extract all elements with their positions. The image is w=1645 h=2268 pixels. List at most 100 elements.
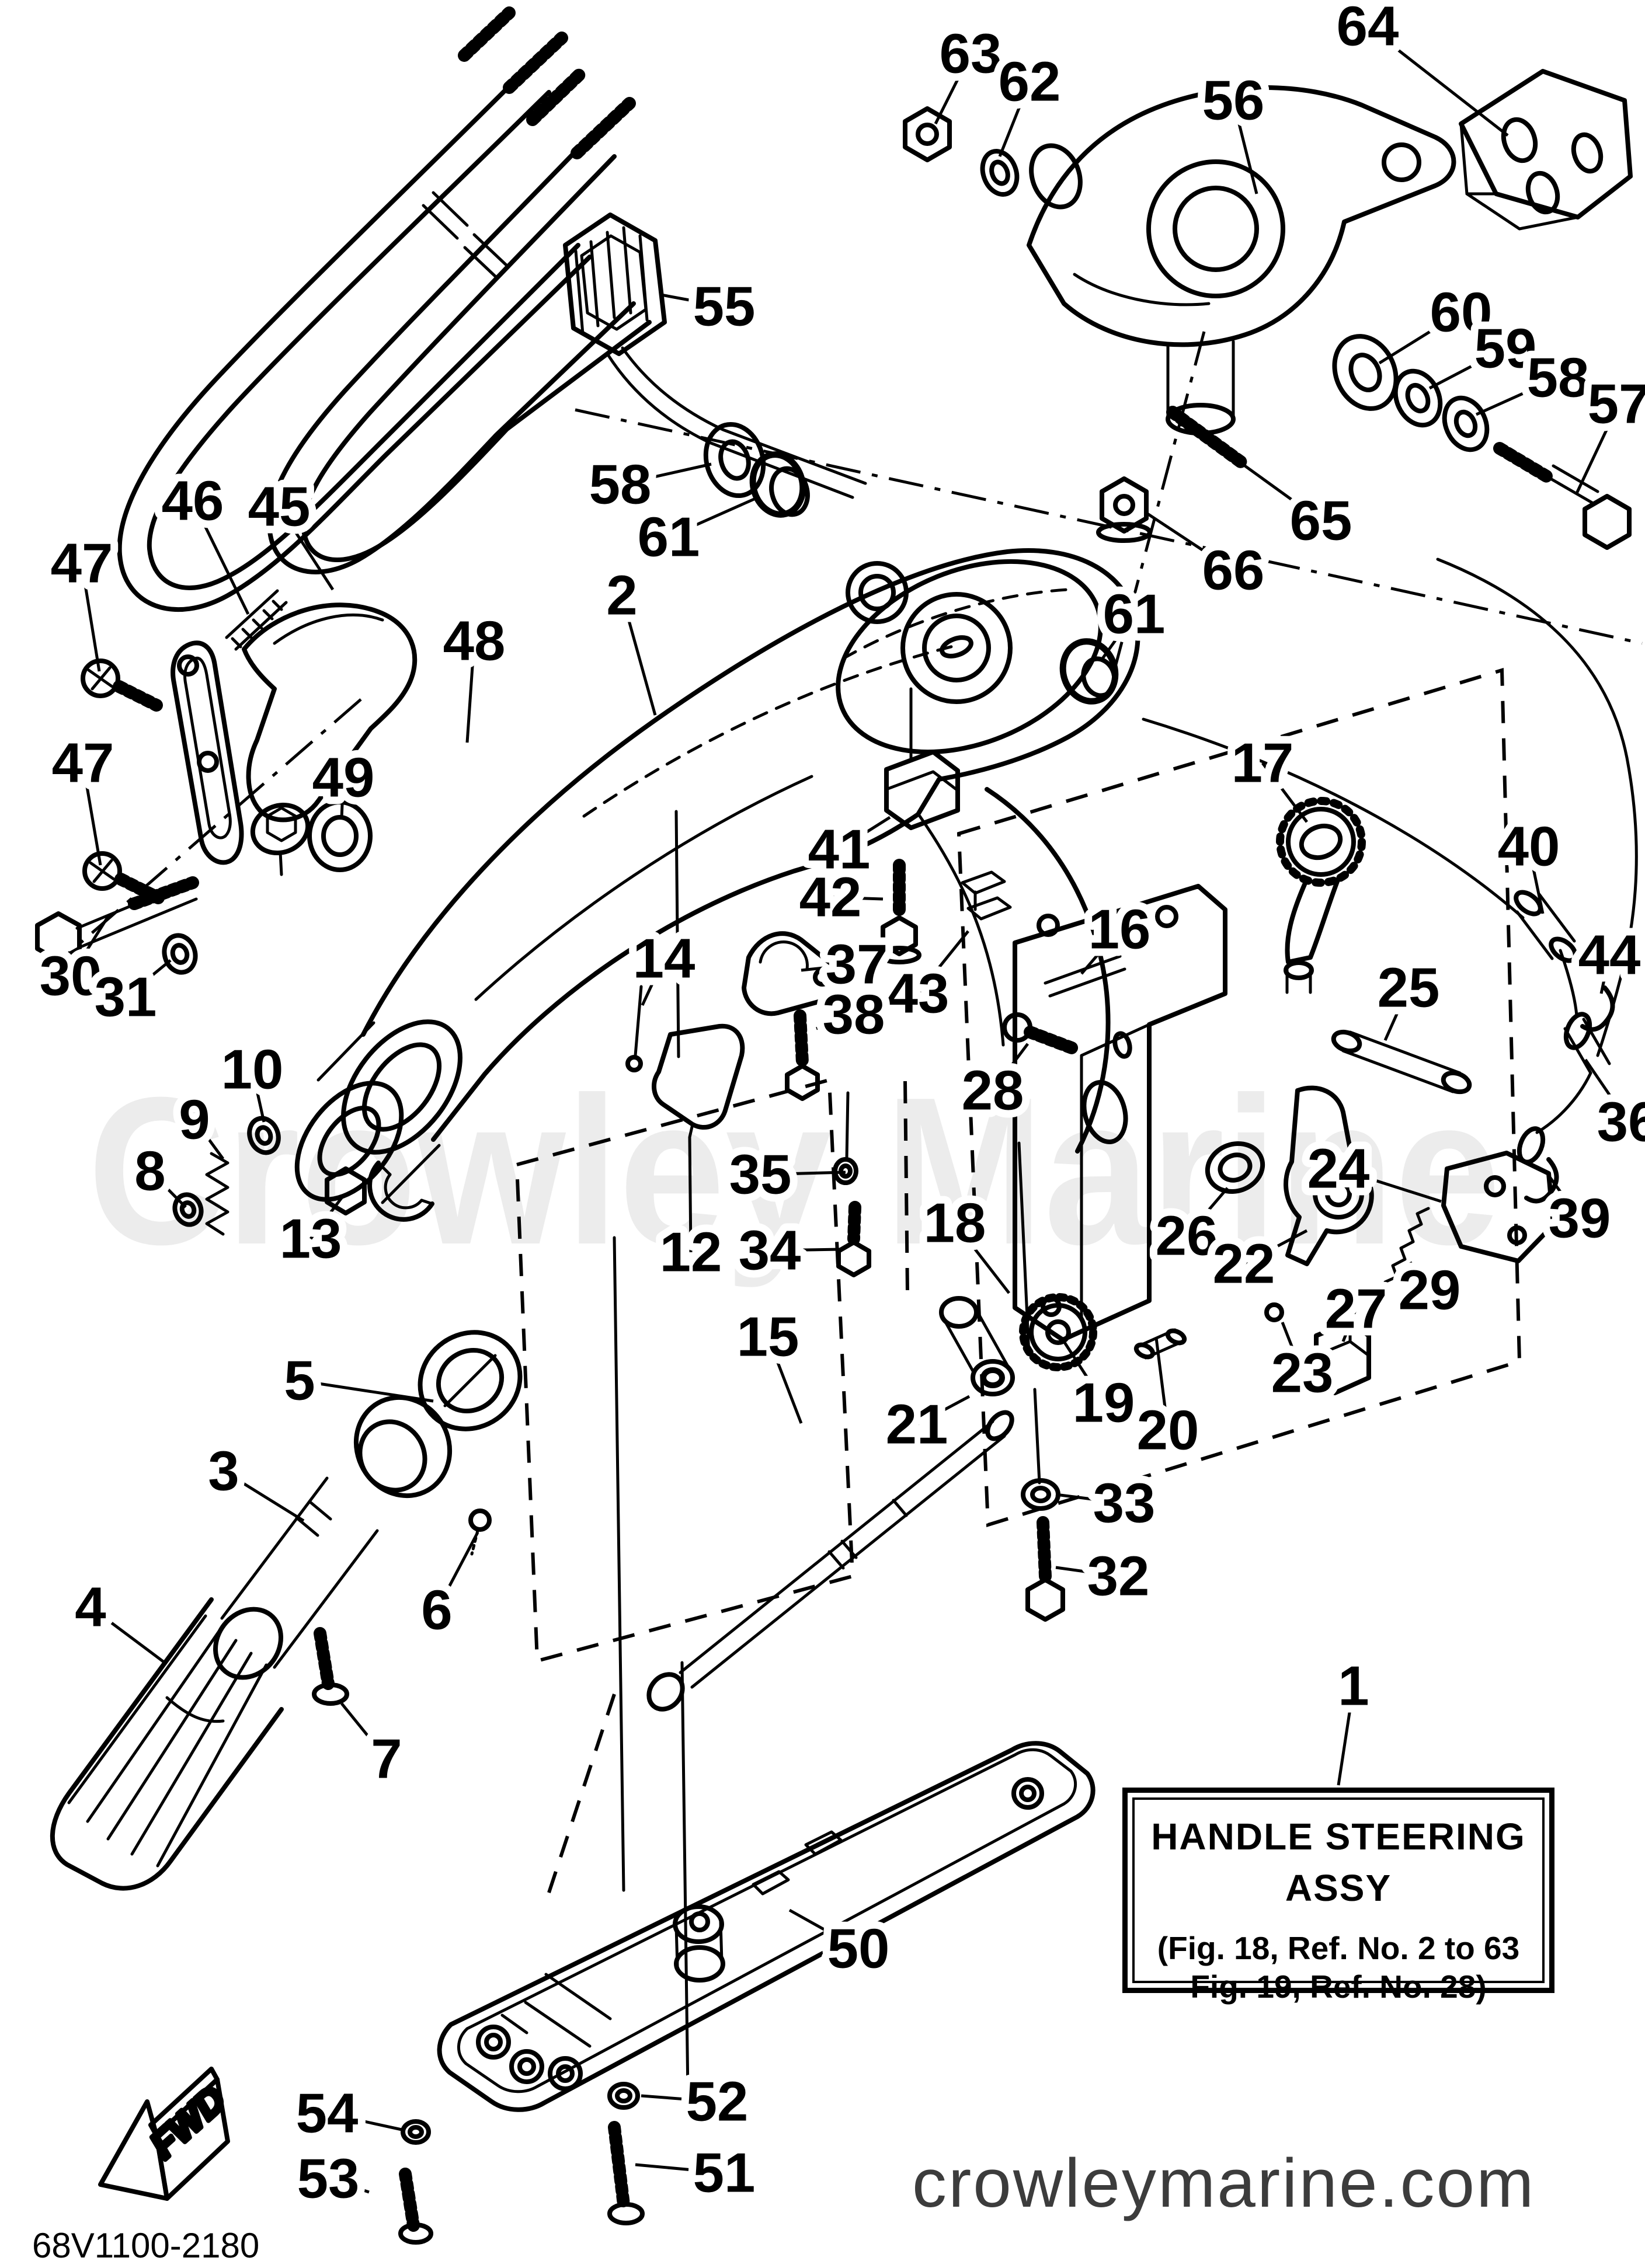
leader-line-42-27: [830, 896, 884, 901]
callout-25: 25: [1378, 957, 1440, 1019]
callout-10: 10: [221, 1039, 284, 1101]
website-watermark-text: crowleymarine.com: [912, 2145, 1536, 2222]
leader-line-53-67: [328, 2177, 370, 2194]
shift-cable-drawing: [1436, 558, 1638, 1204]
info-box-title-line1: HANDLE STEERING: [1151, 1816, 1526, 1858]
leader-line-56-2: [1232, 100, 1258, 194]
leader-lines: [69, 25, 1630, 2194]
leader-line-36-35: [1584, 1058, 1630, 1123]
leader-line-26-45: [1185, 1187, 1229, 1237]
leader-line-33-54: [1055, 1493, 1125, 1505]
leader-line-51-65: [635, 2163, 725, 2175]
leader-line-44-25: [1599, 954, 1611, 994]
callout-14: 14: [633, 928, 695, 990]
callout-58: 58: [1527, 347, 1590, 409]
leader-line-21-53: [916, 1395, 971, 1426]
leader-line-14-31: [641, 957, 666, 1006]
callout-66: 66: [1202, 539, 1265, 602]
callout-63: 63: [940, 23, 1002, 85]
leader-line-4-58: [89, 1605, 166, 1664]
steering-bracket-drawing: [1027, 85, 1456, 436]
shift-bracket-group-drawing: [939, 797, 1556, 1622]
callout-61: 61: [1103, 583, 1166, 646]
callout-56: 56: [1202, 69, 1265, 132]
callout-60: 60: [1430, 281, 1493, 344]
leader-line-15-61: [766, 1336, 803, 1424]
callout-1: 1: [1338, 1655, 1369, 1717]
callout-65: 65: [1290, 490, 1352, 552]
callout-45: 45: [248, 476, 311, 538]
leader-line-29-48: [1408, 1261, 1431, 1291]
leader-line-50-63: [788, 1908, 860, 1950]
leader-line-9-38: [193, 1119, 225, 1160]
leader-line-31-22: [124, 959, 172, 998]
callout-47: 47: [51, 532, 113, 595]
leader-line-16-28: [1080, 928, 1121, 975]
callout-7: 7: [371, 1728, 402, 1790]
callout-37: 37: [826, 933, 888, 996]
tiller-handle-housing-drawing: [294, 548, 1140, 1204]
callout-31: 31: [95, 966, 157, 1029]
leader-line-39-36: [1545, 1171, 1581, 1220]
callout-39: 39: [1549, 1187, 1611, 1250]
callout-19: 19: [1073, 1372, 1135, 1434]
callout-12: 12: [660, 1221, 722, 1284]
leader-line-57-8: [1575, 403, 1620, 494]
callout-33: 33: [1093, 1472, 1156, 1535]
callout-59: 59: [1474, 318, 1537, 380]
friction-lever-drawing: [652, 1023, 745, 1139]
callout-4: 4: [75, 1576, 106, 1639]
leader-line-55-4: [660, 293, 725, 308]
cable-clamp-block-drawing: [1459, 69, 1633, 231]
leader-line-27-49: [1341, 1308, 1358, 1342]
leader-line-30-21: [69, 915, 110, 977]
leader-line-1-62: [1337, 1685, 1355, 1786]
leader-line-32-55: [1055, 1566, 1119, 1578]
callout-43: 43: [887, 963, 950, 1025]
assembly-info-box: HANDLE STEERING ASSY (Fig. 18, Ref. No. …: [1122, 1788, 1554, 2005]
callout-52: 52: [686, 2071, 749, 2133]
leader-line-5-56: [299, 1379, 434, 1403]
leader-line-54-66: [326, 2112, 402, 2131]
callout-27: 27: [1325, 1278, 1387, 1340]
callout-29: 29: [1399, 1259, 1461, 1322]
leader-line-60-5: [1378, 311, 1462, 365]
leader-line-40-24: [1527, 846, 1545, 914]
leader-line-19-51: [1062, 1340, 1105, 1404]
leader-line-13-41: [309, 1194, 345, 1240]
info-box-ref-line2: Fig. 19, Ref. No. 28): [1190, 1969, 1487, 2005]
callout-26: 26: [1156, 1205, 1218, 1267]
callout-17: 17: [1232, 732, 1294, 795]
callout-51: 51: [693, 2142, 756, 2204]
callout-23: 23: [1271, 1342, 1334, 1405]
leader-line-61-14: [1101, 613, 1136, 660]
leader-line-12-42: [688, 1137, 693, 1253]
callout-34: 34: [739, 1220, 801, 1282]
leader-line-49-20: [340, 777, 345, 819]
leader-line-28-34: [992, 1043, 1029, 1092]
callout-35: 35: [729, 1144, 792, 1206]
leader-line-64-3: [1366, 25, 1509, 137]
leader-line-62-1: [998, 81, 1031, 157]
leader-line-66-10: [1145, 511, 1234, 572]
callout-2: 2: [606, 565, 637, 627]
callout-38: 38: [823, 984, 885, 1046]
callout-16: 16: [1088, 898, 1151, 961]
callout-18: 18: [924, 1192, 986, 1255]
callout-5: 5: [284, 1350, 315, 1412]
callout-62: 62: [999, 51, 1061, 113]
leader-line-35-40: [760, 1170, 846, 1176]
leader-line-61-12: [667, 496, 759, 539]
leader-line-48-19: [465, 640, 476, 743]
leader-line-46-15: [191, 500, 250, 615]
leader-line-65-9: [1225, 451, 1322, 522]
handle-bottom-cover-drawing: [398, 1741, 1095, 2245]
callout-32: 32: [1087, 1545, 1150, 1608]
leader-line-22-47: [1243, 1229, 1308, 1266]
callout-40: 40: [1498, 816, 1560, 878]
callout-64: 64: [1337, 0, 1399, 58]
leader-line-43-32: [917, 930, 969, 995]
